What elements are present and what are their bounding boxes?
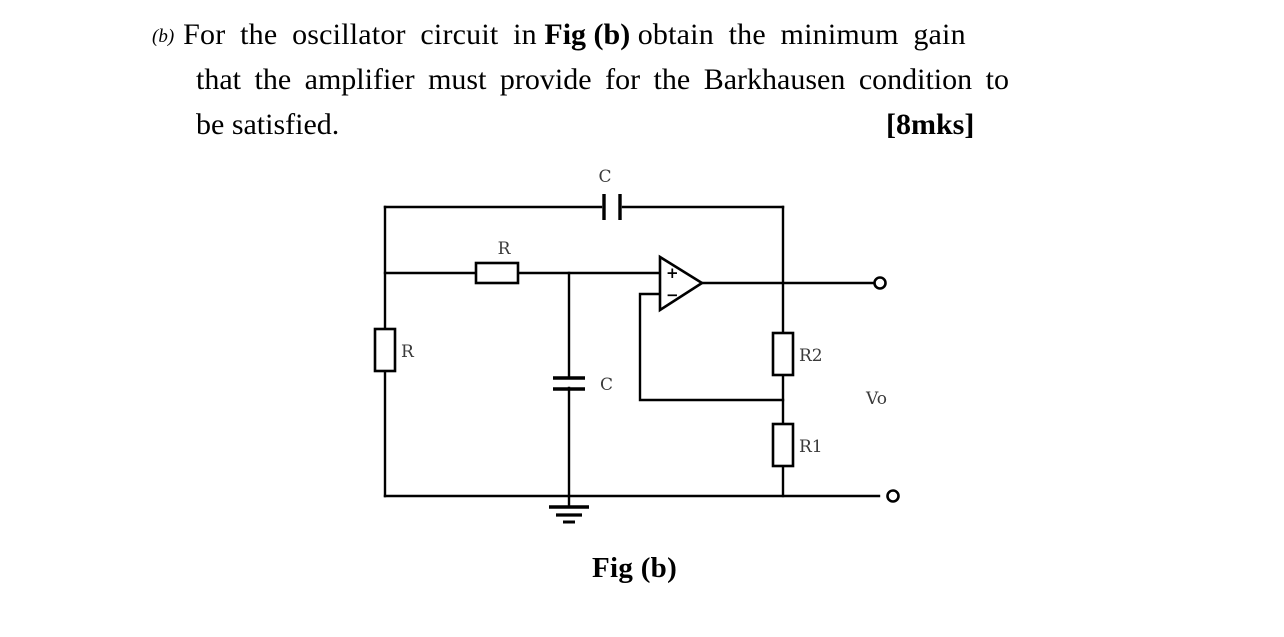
resistor-series-label: R [498,239,512,259]
figure-caption: Fig (b) [592,552,678,584]
question-fig-reference: Fig (b) [544,18,631,51]
question-line-1-text-a: For the oscillator circuit in [183,18,537,51]
circuit-figure: + − C R R C R2 R1 Vo [0,150,1284,570]
output-voltage-label: Vo [865,389,887,409]
terminal-output-bottom [886,489,900,503]
question-block: (b) For the oscillator circuit in Fig (b)… [152,12,1182,147]
question-label: (b) [152,26,175,47]
question-line-1-text-b: obtain the minimum gain [637,18,966,51]
capacitor-shunt-label: C [600,375,613,395]
question-line-1: (b) For the oscillator circuit in Fig (b)… [152,12,1182,57]
resistor-r2-body [771,331,795,377]
resistor-r1-label: R1 [799,437,823,457]
wire-feedback-loop [638,292,785,402]
opamp-triangle [658,254,705,313]
question-line-2: that the amplifier must provide for the … [196,63,1009,96]
opamp-plus-sign: + [666,264,679,282]
marks-badge: [8mks] [886,108,975,141]
resistor-shunt-body [373,327,397,373]
resistor-r1-body [771,422,795,468]
circuit-diagram-svg: + − C R R C R2 R1 Vo [373,167,900,524]
resistor-r2-label: R2 [799,346,823,366]
resistor-series-body [474,261,520,285]
question-line-3: be satisfied. [8mks] [196,102,1182,147]
resistor-shunt-label: R [401,342,415,362]
terminal-output-top [873,276,887,290]
opamp-minus-sign: − [666,286,679,304]
question-line-3-text: be satisfied. [196,108,340,141]
capacitor-top-label: C [598,167,611,187]
